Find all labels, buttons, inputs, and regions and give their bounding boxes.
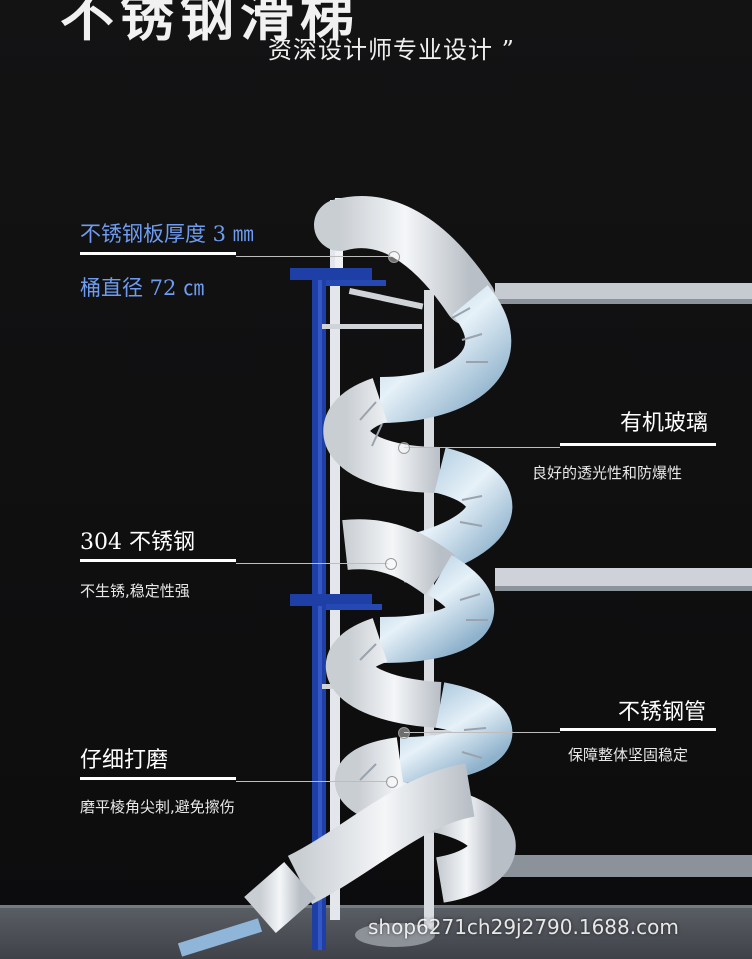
page-title: 不锈钢滑梯	[60, 0, 360, 48]
barrel-diameter-label: 桶直径 72 ㎝	[80, 276, 205, 300]
pipe-leader	[404, 732, 560, 733]
polish-bar	[80, 777, 236, 780]
steel304-title: 304 不锈钢	[80, 530, 195, 555]
pipe-desc: 保障整体坚固稳定	[568, 746, 689, 764]
steel-thickness-bar	[80, 252, 236, 255]
polish-title: 仔细打磨	[80, 748, 169, 773]
polish-desc: 磨平棱角尖刺,避免擦伤	[80, 798, 235, 816]
pipe-title: 不锈钢管	[618, 700, 707, 725]
acrylic-bar	[560, 443, 716, 446]
acrylic-leader	[404, 447, 560, 448]
pipe-marker	[398, 727, 410, 739]
spiral-slide	[177, 196, 516, 957]
blue-frame	[290, 268, 386, 950]
steel304-marker	[385, 558, 397, 570]
page-subtitle: 资深设计师专业设计 ”	[268, 36, 515, 64]
acrylic-marker	[398, 442, 410, 454]
steel-thickness-leader	[236, 256, 392, 257]
polish-marker	[386, 776, 398, 788]
steel304-bar	[80, 559, 236, 562]
pipe-bar	[560, 728, 716, 731]
polish-leader	[236, 781, 388, 782]
steel-thickness-marker	[388, 251, 400, 263]
steel-thickness-label: 不锈钢板厚度 3 ㎜	[80, 222, 254, 246]
steel304-leader	[236, 563, 388, 564]
acrylic-desc: 良好的透光性和防爆性	[532, 464, 683, 482]
shop-watermark: shop6271ch29j2790.1688.com	[368, 915, 679, 939]
steel304-desc: 不生锈,稳定性强	[80, 582, 190, 600]
acrylic-title: 有机玻璃	[620, 411, 709, 436]
